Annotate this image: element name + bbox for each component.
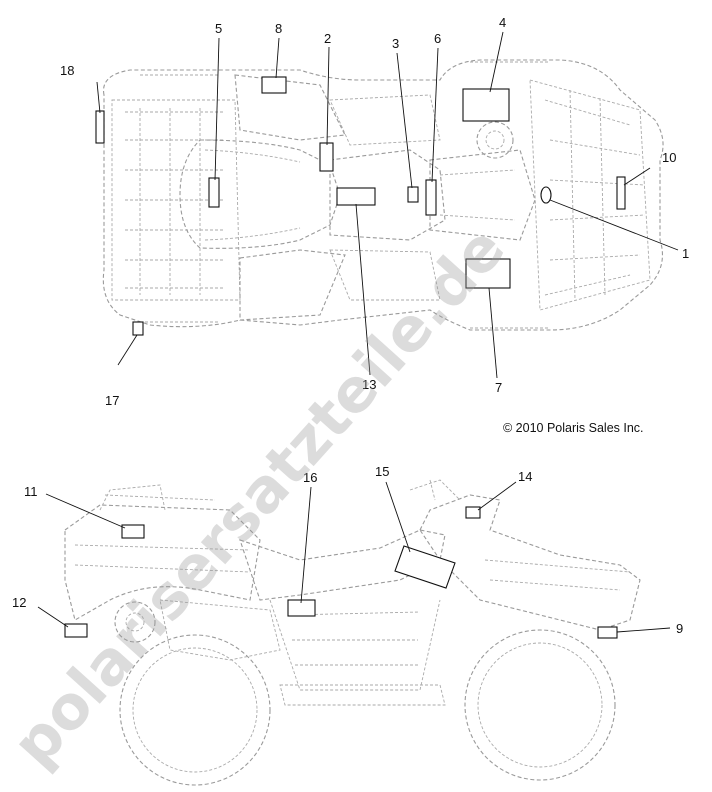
callout-4: 4 xyxy=(499,15,506,30)
callout-12: 12 xyxy=(12,595,26,610)
decal-1 xyxy=(540,186,552,204)
top-view-leaders xyxy=(96,31,679,379)
copyright-text: © 2010 Polaris Sales Inc. xyxy=(503,421,644,435)
decal-5 xyxy=(208,177,220,208)
top-view-atv xyxy=(102,59,664,331)
decal-3 xyxy=(407,186,419,203)
decal-2 xyxy=(319,142,334,172)
callout-10: 10 xyxy=(662,150,676,165)
callout-17: 17 xyxy=(105,393,119,408)
decal-6 xyxy=(425,179,437,216)
callout-3: 3 xyxy=(392,36,399,51)
callout-13: 13 xyxy=(362,377,376,392)
callout-1: 1 xyxy=(682,246,689,261)
decal-9 xyxy=(597,626,618,639)
decal-14 xyxy=(465,506,481,519)
top-view-decals xyxy=(95,76,626,336)
callout-15: 15 xyxy=(375,464,389,479)
top-view-callouts: 5 8 2 3 6 4 18 10 1 13 7 17 xyxy=(60,15,689,408)
decal-11 xyxy=(121,524,145,539)
decal-10 xyxy=(616,176,626,210)
side-view-leaders xyxy=(37,481,671,633)
callout-16: 16 xyxy=(303,470,317,485)
decal-17 xyxy=(132,321,144,336)
decal-12 xyxy=(64,623,88,638)
decal-4 xyxy=(462,88,510,122)
decal-15 xyxy=(394,545,456,589)
decal-7 xyxy=(465,258,511,289)
decal-8 xyxy=(261,76,287,94)
callout-6: 6 xyxy=(434,31,441,46)
callout-7: 7 xyxy=(495,380,502,395)
watermark: polarisersatzteile.de xyxy=(0,214,519,780)
callout-11: 11 xyxy=(24,484,38,499)
callout-8: 8 xyxy=(275,21,282,36)
callout-2: 2 xyxy=(324,31,331,46)
decal-18 xyxy=(95,110,105,144)
decal-13 xyxy=(336,187,376,206)
callout-9: 9 xyxy=(676,621,683,636)
callout-5: 5 xyxy=(215,21,222,36)
callout-18: 18 xyxy=(60,63,74,78)
side-view-callouts: 11 12 16 15 14 9 xyxy=(12,464,683,636)
callout-14: 14 xyxy=(518,469,532,484)
